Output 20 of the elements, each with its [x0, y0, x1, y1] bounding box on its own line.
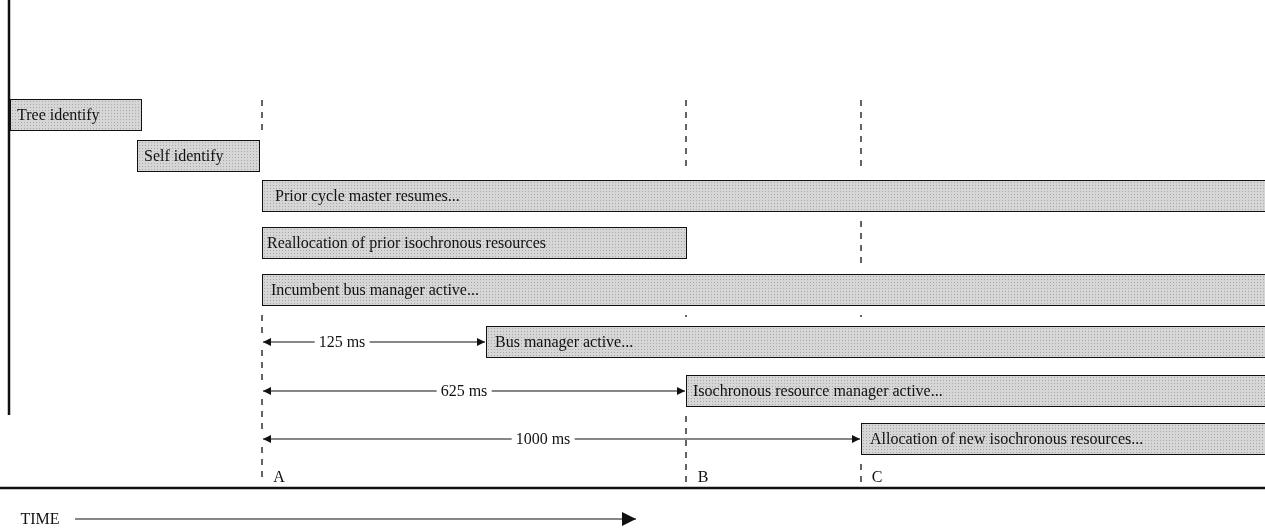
time-point-label: A: [273, 468, 285, 486]
phase-label: Bus manager active...: [495, 333, 634, 351]
phase-bar: [686, 375, 1265, 407]
phase-bar: [861, 423, 1265, 455]
phase-label: Incumbent bus manager active...: [271, 281, 479, 299]
phase-bar: [137, 140, 260, 172]
phase-bar: [10, 99, 142, 131]
phase-label: Isochronous resource manager active...: [693, 382, 943, 400]
phase-label: Tree identify: [17, 106, 100, 124]
phase-label: Allocation of new isochronous resources...: [870, 430, 1144, 448]
axis-label: TIME: [20, 510, 60, 528]
phase-bar: [262, 274, 1265, 306]
phase-label: Self identify: [144, 147, 224, 165]
time-point-label: B: [697, 468, 709, 486]
phase-bar: [486, 326, 1265, 358]
phase-label: Prior cycle master resumes...: [275, 187, 460, 205]
phase-label: Reallocation of prior isochronous resources: [267, 234, 547, 252]
time-point-label: C: [871, 468, 883, 486]
phase-bar: [262, 227, 687, 259]
phase-bar: [262, 180, 1265, 212]
